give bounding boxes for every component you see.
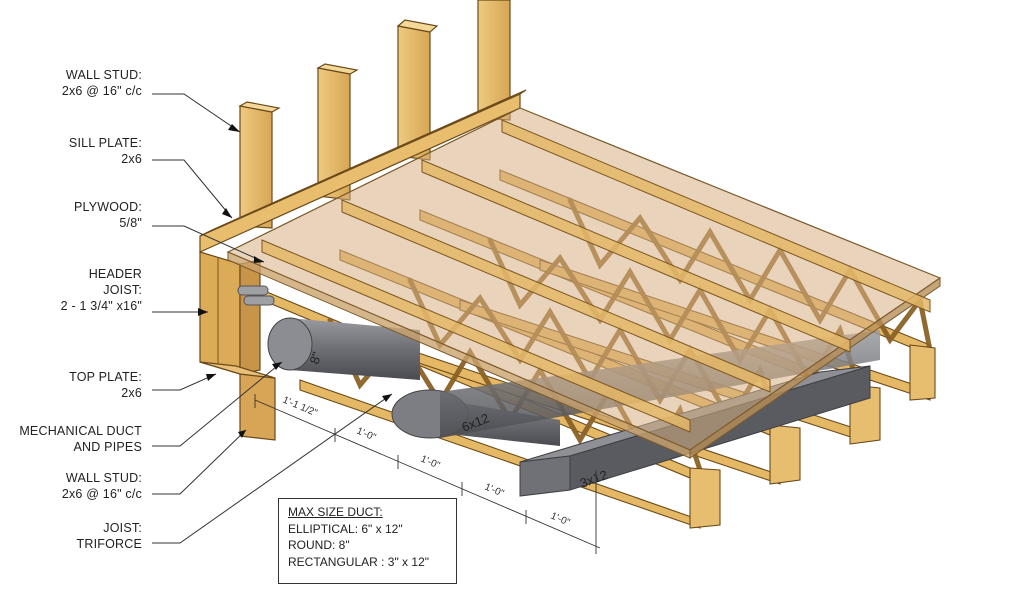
max-size-rectangular: RECTANGULAR : 3" x 12" bbox=[288, 554, 429, 569]
label-sill-plate: SILL PLATE: 2x6 bbox=[68, 136, 142, 166]
dimension-5: 1'-0" bbox=[549, 511, 572, 529]
leader-arrowheads bbox=[198, 124, 392, 438]
sill-plate bbox=[199, 89, 527, 253]
dimension-line bbox=[254, 394, 601, 554]
dimension-4: 1'-0" bbox=[483, 482, 506, 500]
top-chords bbox=[261, 119, 931, 433]
round-duct-label: 8" bbox=[307, 350, 325, 366]
label-top-plate: TOP PLATE: 2x6 bbox=[69, 370, 142, 400]
label-joist: JOIST: TRIFORCE bbox=[76, 521, 142, 551]
dimension-1: 1'-1 1/2" bbox=[281, 395, 319, 420]
leader-lines bbox=[152, 93, 393, 544]
round-duct bbox=[267, 317, 420, 380]
label-wall-stud-bottom: WALL STUD: 2x6 @ 16" c/c bbox=[61, 471, 142, 501]
label-header-joist: HEADER JOIST: 2 - 1 3/4" x16" bbox=[60, 267, 142, 313]
dimension-3: 1'-0" bbox=[419, 454, 442, 472]
pipes bbox=[237, 285, 275, 306]
max-size-title: MAX SIZE DUCT: bbox=[288, 505, 383, 519]
wall-stud-bottom bbox=[199, 361, 276, 441]
label-wall-stud-top: WALL STUD: 2x6 @ 16" c/c bbox=[61, 68, 142, 98]
label-mechanical: MECHANICAL DUCT AND PIPES bbox=[19, 424, 142, 454]
wall-studs-top bbox=[238, 0, 511, 229]
max-size-round: ROUND: 8" bbox=[288, 538, 350, 552]
joist-end-blocks bbox=[689, 344, 936, 529]
dimension-2: 1'-0" bbox=[355, 426, 378, 444]
max-size-duct-box: MAX SIZE DUCT: ELLIPTICAL: 6" x 12" ROUN… bbox=[278, 498, 457, 584]
max-size-elliptical: ELLIPTICAL: 6" x 12" bbox=[288, 521, 403, 536]
plywood-subfloor bbox=[226, 107, 942, 459]
label-plywood: PLYWOOD: 5/8" bbox=[73, 200, 142, 230]
